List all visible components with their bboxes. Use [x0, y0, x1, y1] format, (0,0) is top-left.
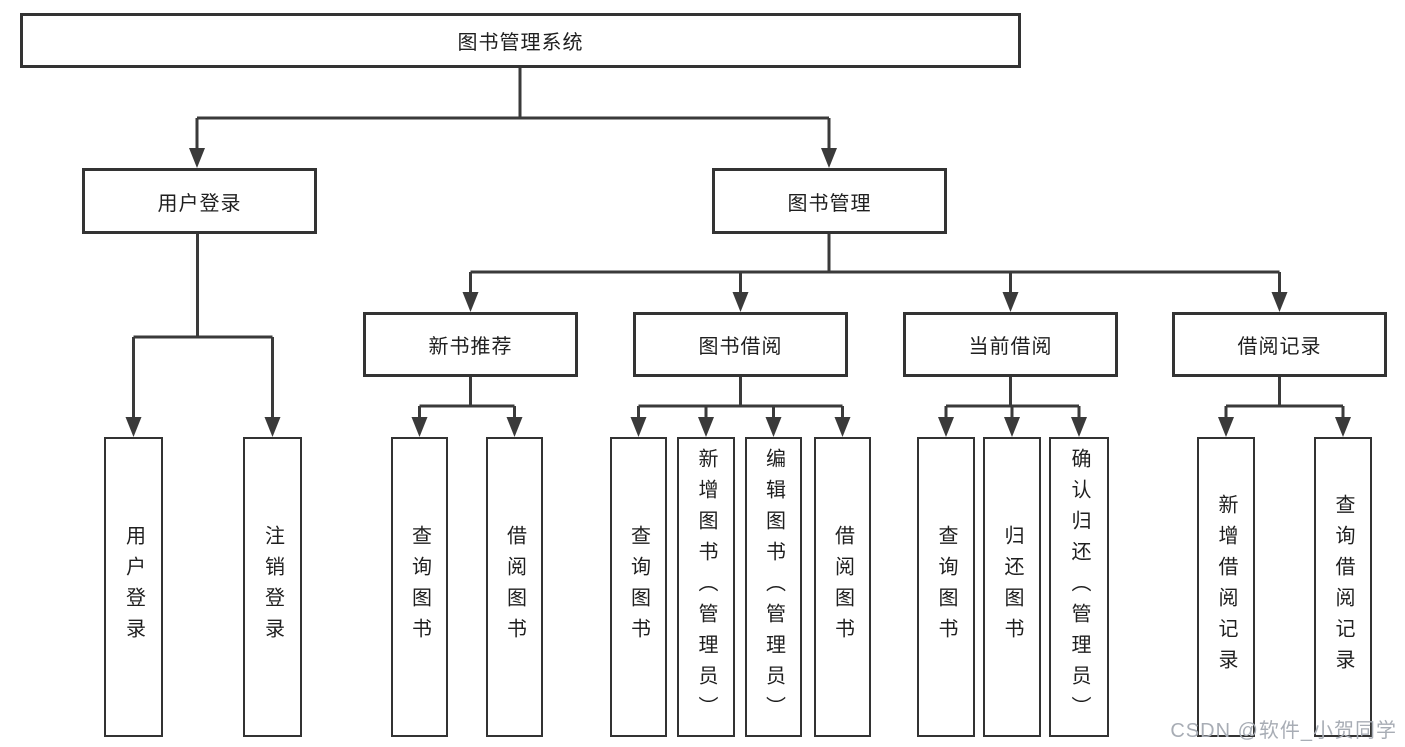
leaf-edit-book-admin: 编辑图书（管理员）	[745, 437, 802, 737]
leaf-return-book: 归还图书	[983, 437, 1041, 737]
csdn-watermark: CSDN @软件_小贺同学	[1170, 720, 1397, 742]
node-new-book-recommend: 新书推荐	[363, 312, 578, 377]
leaf-query-books-current: 查询图书	[917, 437, 975, 737]
leaf-query-borrow-record: 查询借阅记录	[1314, 437, 1372, 737]
leaf-add-borrow-record: 新增借阅记录	[1197, 437, 1255, 737]
node-current-borrow: 当前借阅	[903, 312, 1118, 377]
leaf-query-books-borrow: 查询图书	[610, 437, 667, 737]
leaf-add-book-admin: 新增图书（管理员）	[677, 437, 735, 737]
node-borrow-records: 借阅记录	[1172, 312, 1387, 377]
node-library-management-system: 图书管理系统	[20, 13, 1021, 68]
leaf-borrow-books-recommend: 借阅图书	[486, 437, 543, 737]
node-book-borrow: 图书借阅	[633, 312, 848, 377]
node-book-management: 图书管理	[712, 168, 947, 234]
leaf-logout: 注销登录	[243, 437, 302, 737]
leaf-query-books-recommend: 查询图书	[391, 437, 448, 737]
node-user-login: 用户登录	[82, 168, 317, 234]
leaf-borrow-books-borrow: 借阅图书	[814, 437, 871, 737]
leaf-confirm-return-admin: 确认归还（管理员）	[1049, 437, 1109, 737]
leaf-user-login: 用户登录	[104, 437, 163, 737]
